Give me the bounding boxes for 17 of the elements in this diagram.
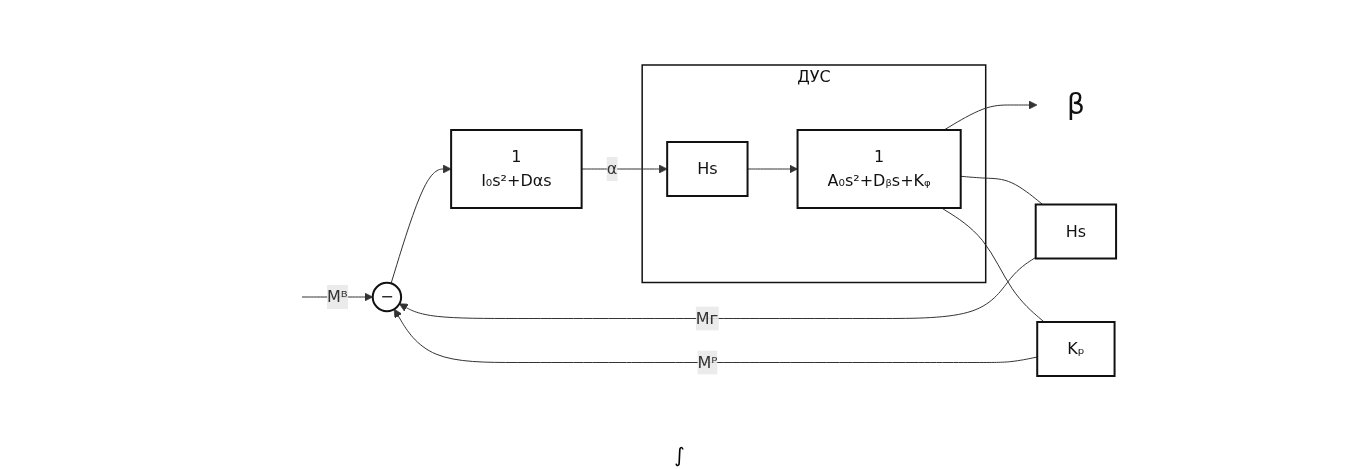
edge-label: Mᴾ: [697, 352, 718, 372]
node-box: 1 A₀s²+Dᵦs+Kᵩ: [797, 129, 963, 209]
node-text: β: [1067, 88, 1086, 121]
node-box: Hs: [666, 141, 749, 197]
node-circle: −: [372, 281, 403, 313]
connector: [941, 207, 1046, 323]
arrow: [391, 164, 452, 284]
node-box: Kₚ: [1036, 321, 1116, 377]
node-box: 1 I₀s²+Dαs: [450, 129, 584, 209]
arrow: [301, 292, 374, 302]
node-box: Hs: [1035, 203, 1118, 260]
edge-label: Mᴮ: [327, 287, 349, 306]
arrow: [399, 256, 1037, 319]
edge-label: Mᴦ: [696, 308, 720, 328]
edge-label: α: [607, 159, 618, 178]
arrow: [944, 100, 1038, 131]
integral-sign: ∫: [674, 443, 685, 467]
